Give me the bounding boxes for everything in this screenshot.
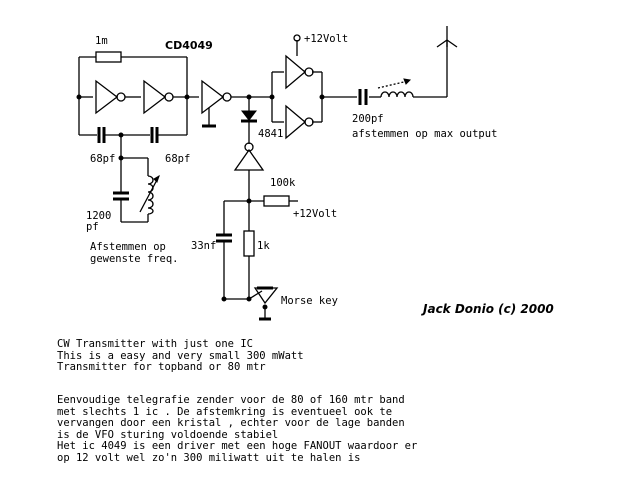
diode-4841: [240, 110, 258, 123]
label-tune-output: afstemmen op max output: [352, 128, 497, 140]
inverter-4-bubble: [304, 67, 314, 77]
description-line: CW Transmitter with just one IC: [57, 338, 253, 350]
description-line: is de VFO sturing voldoende stabiel: [57, 428, 279, 441]
label-1200-unit: pf: [86, 221, 99, 233]
description-line: met slechts 1 ic . De afstemkring is eve…: [57, 405, 393, 418]
unused-input-ground: [202, 108, 216, 128]
keying-junctions: [221, 198, 252, 302]
label-1200: 1200: [86, 210, 111, 222]
description-line: This is a easy and very small 300 mWatt: [57, 349, 304, 362]
capacitor-68pf-right: [150, 127, 159, 143]
label-68pf-right: 68pf: [165, 153, 190, 165]
inverter-1-bubble: [116, 92, 126, 102]
label-33nf: 33nf: [191, 240, 216, 252]
label-vcc-mid: +12Volt: [293, 208, 337, 220]
label-ic: CD4049: [165, 39, 213, 52]
description-line: vervangen door een kristal , echter voor…: [57, 417, 405, 430]
label-morse-key: Morse key: [281, 295, 338, 307]
vcc-terminal-top: [293, 34, 301, 42]
capacitor-200pf: [358, 89, 368, 105]
inverter-6: [233, 148, 265, 171]
resistor-1k: [243, 230, 255, 257]
description-line: Het ic 4049 is een driver met een hoge F…: [57, 440, 418, 453]
label-200pf: 200pf: [352, 113, 384, 125]
oscillator-junctions: [76, 94, 252, 161]
label-vcc-top: +12Volt: [304, 33, 348, 45]
signature: Jack Donio (c) 2000: [421, 302, 554, 316]
morse-key-icon: [253, 286, 279, 321]
inverter-2: [143, 79, 167, 115]
resistor-100k: [263, 195, 290, 207]
inverter-5-bubble: [304, 117, 314, 127]
label-tune-freq-2: gewenste freq.: [90, 253, 179, 265]
capacitor-1200pf: [113, 191, 129, 201]
output-coil: [377, 78, 414, 98]
label-68pf-left: 68pf: [90, 153, 115, 165]
label-diode: 4841: [258, 128, 283, 140]
label-1m: 1m: [95, 35, 108, 47]
capacitor-68pf-left: [97, 127, 106, 143]
description-line: op 12 volt wel zo'n 300 miliwatt uit te …: [57, 451, 361, 464]
capacitor-33nf: [216, 233, 232, 243]
inverter-4: [285, 54, 307, 90]
tuning-coil: [139, 174, 160, 215]
driver-junctions: [269, 94, 325, 100]
inverter-1: [95, 79, 119, 115]
description-line: Transmitter for topband or 80 mtr: [57, 361, 266, 374]
description-dutch: Eenvoudige telegrafie zender voor de 80 …: [57, 394, 418, 465]
inverter-3-bubble: [222, 92, 232, 102]
label-100k: 100k: [270, 177, 296, 189]
description-line: Eenvoudige telegrafie zender voor de 80 …: [57, 394, 405, 406]
inverter-3: [201, 79, 225, 115]
label-1k: 1k: [257, 240, 270, 252]
resistor-1m: [95, 51, 122, 63]
keying-wiring: [223, 170, 298, 318]
inverter-2-bubble: [164, 92, 174, 102]
inverter-6-bubble: [244, 142, 254, 152]
label-tune-freq-1: Afstemmen op: [90, 241, 166, 253]
oscillator-wiring: [78, 56, 272, 223]
description-english: CW Transmitter with just one IC This is …: [57, 338, 304, 374]
inverter-5: [285, 104, 307, 140]
antenna-icon: [436, 26, 458, 48]
